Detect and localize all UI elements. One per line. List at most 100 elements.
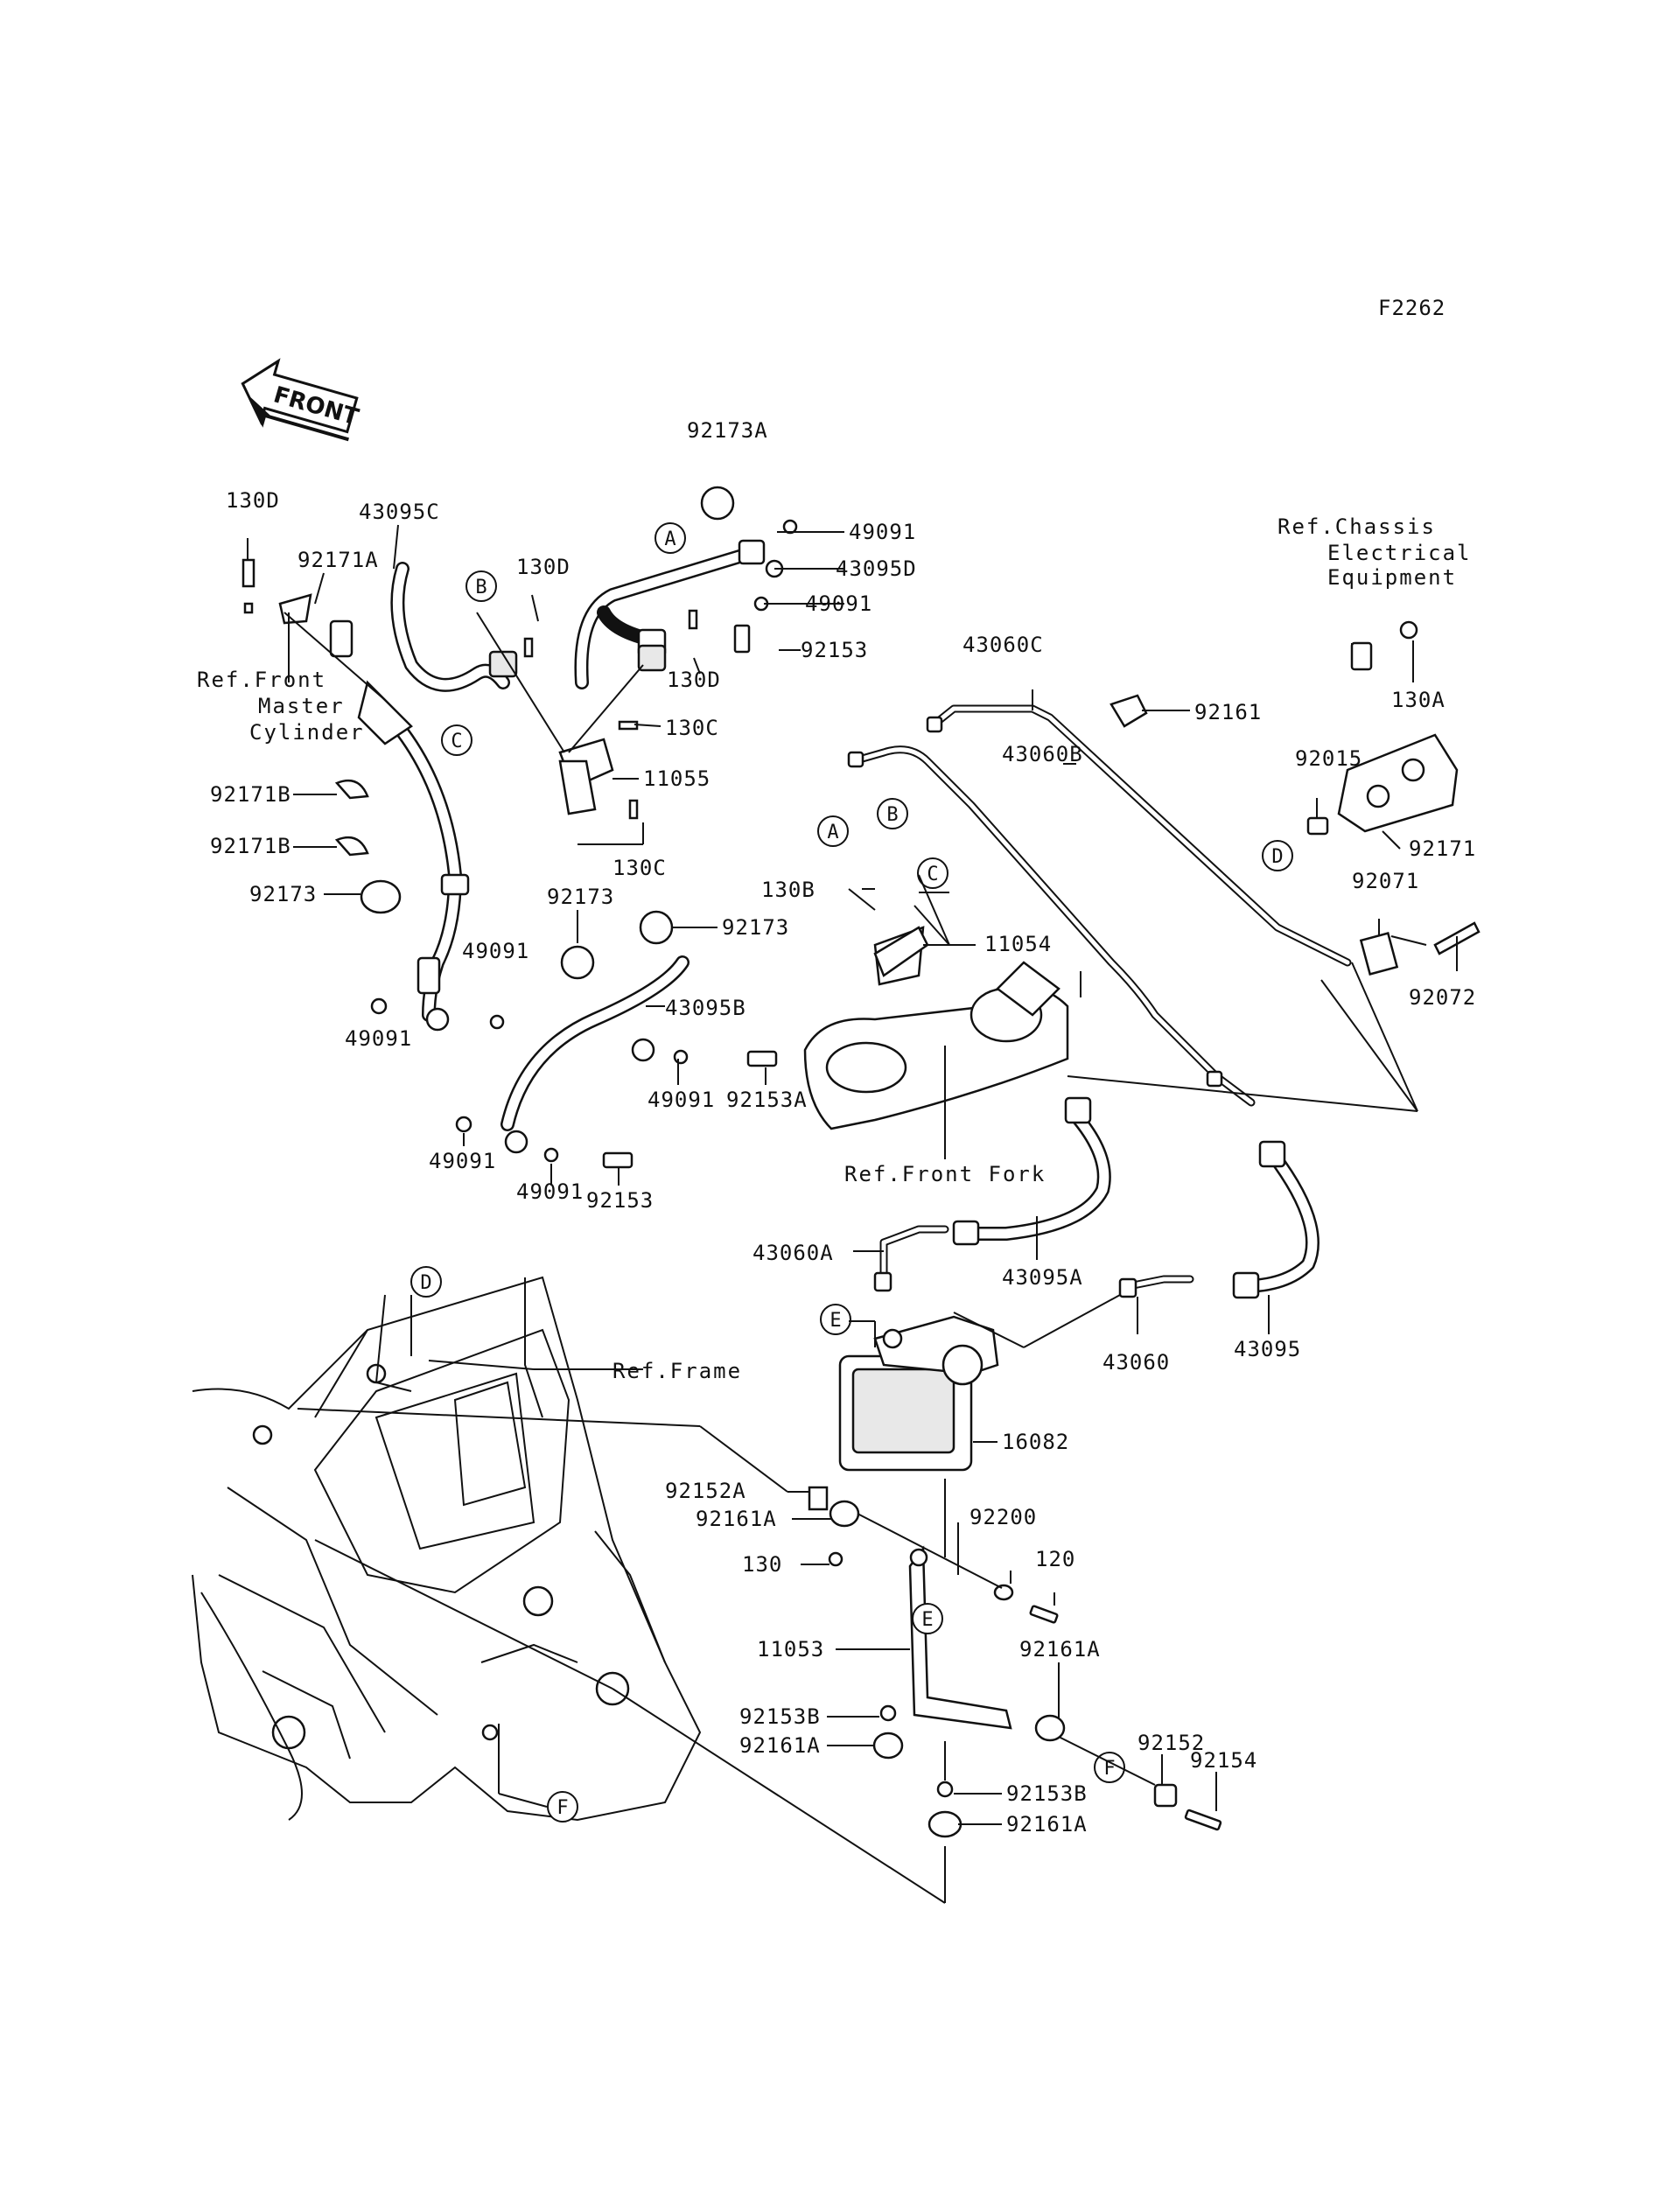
part-label: 130D	[667, 668, 721, 692]
part-label: 43060	[1102, 1350, 1170, 1375]
svg-text:A: A	[827, 822, 838, 843]
callout-a-right: A	[817, 815, 849, 847]
part-label: 92153B	[1006, 1781, 1088, 1806]
part-label: 130C	[612, 856, 667, 880]
svg-text:D: D	[1271, 846, 1283, 868]
part-label: 92161A	[696, 1507, 777, 1531]
frame-sketch	[192, 1276, 702, 1822]
part-label: 11055	[643, 766, 710, 791]
left-brake-hose	[357, 562, 510, 1032]
leader-lines	[247, 524, 1458, 1904]
part-label: 92154	[1190, 1748, 1257, 1773]
junction-block	[488, 644, 667, 815]
callout-d-right: D	[1262, 840, 1293, 871]
part-label: 92171	[1409, 836, 1476, 861]
svg-text:E: E	[921, 1609, 933, 1631]
svg-text:D: D	[420, 1272, 431, 1294]
part-label: 92171A	[298, 548, 379, 572]
ref-chassis-electrical: Ref.Chassis Electrical Equipment	[1278, 514, 1472, 590]
part-label: 11054	[984, 932, 1052, 956]
part-label: 49091	[516, 1179, 584, 1204]
svg-text:B: B	[886, 804, 898, 826]
small-parts-left	[242, 486, 798, 1169]
part-label: 92161A	[1006, 1812, 1088, 1837]
part-label: 130C	[665, 716, 719, 740]
brake-pipes-right	[847, 704, 1352, 1298]
part-label: 92173	[722, 915, 789, 940]
part-label: 11053	[757, 1637, 824, 1662]
part-label: 92161	[1194, 700, 1262, 724]
abs-unit	[838, 1315, 999, 1472]
svg-text:C: C	[927, 864, 938, 885]
part-label: 49091	[849, 520, 916, 544]
part-label: 130	[742, 1552, 782, 1577]
svg-text:C: C	[451, 731, 462, 752]
part-label: 43095D	[836, 556, 917, 581]
part-label: 92071	[1352, 869, 1419, 893]
part-labels: 92173A 130D 43095C 92171A 130D 49091 430…	[210, 418, 1476, 1837]
callout-f-bracket: F	[1094, 1752, 1125, 1783]
callout-b-right: B	[877, 798, 908, 829]
part-label: 92173A	[687, 418, 768, 443]
part-label: 130B	[761, 878, 816, 902]
svg-text:Cylinder: Cylinder	[249, 720, 365, 745]
part-label: 92015	[1295, 746, 1362, 771]
svg-text:E: E	[830, 1310, 841, 1332]
part-label: 49091	[345, 1026, 412, 1051]
callout-c-right: C	[917, 857, 948, 889]
middle-brake-hose	[500, 955, 690, 1154]
part-label: 43095C	[359, 500, 440, 524]
abs-hoses	[952, 1096, 1320, 1299]
callout-e-bracket: E	[912, 1603, 943, 1634]
part-label: 130D	[516, 555, 570, 579]
ecu-bracket-92171	[1110, 620, 1480, 976]
ref-frame: Ref.Frame	[612, 1359, 742, 1383]
part-label: 92152A	[665, 1479, 746, 1503]
svg-text:A: A	[664, 528, 676, 550]
part-label: 92153	[586, 1188, 654, 1213]
part-label: 130D	[226, 488, 280, 513]
part-label: 120	[1035, 1547, 1075, 1571]
part-label: 16082	[1002, 1430, 1069, 1454]
part-label: 43060C	[962, 633, 1044, 657]
part-label: 43095A	[1002, 1265, 1083, 1290]
callout-d-frame: D	[410, 1266, 442, 1298]
abs-bracket-11053	[808, 1486, 1222, 1838]
front-fork-sketch	[803, 926, 1069, 1130]
svg-text:Ref.Front: Ref.Front	[197, 668, 326, 692]
svg-text:F: F	[556, 1797, 568, 1819]
svg-text:B: B	[475, 577, 486, 598]
part-label: 92153B	[739, 1704, 821, 1729]
ref-front-master-cylinder: Ref.Front Master Cylinder	[197, 668, 365, 745]
svg-text:Electrical: Electrical	[1327, 541, 1472, 565]
part-label: 92152	[1138, 1731, 1205, 1755]
part-label: 49091	[429, 1149, 496, 1173]
ref-front-fork: Ref.Front Fork	[844, 1162, 1046, 1186]
part-label: 49091	[648, 1088, 715, 1112]
part-label: 92173	[547, 885, 614, 909]
part-label: 92153	[801, 638, 868, 662]
part-label: 43060A	[752, 1241, 834, 1265]
figure-code: F2262	[1378, 296, 1446, 320]
upper-brake-hose	[574, 539, 784, 689]
part-label: 43060B	[1002, 742, 1083, 766]
part-label: 92173	[249, 882, 317, 906]
part-label: 92161A	[1019, 1637, 1101, 1662]
front-arrow-icon: FRONT	[241, 358, 361, 442]
part-label: 92171B	[210, 834, 291, 858]
callout-e-abs: E	[820, 1304, 851, 1335]
part-label: 43095	[1234, 1337, 1301, 1361]
part-label: 130A	[1391, 688, 1446, 712]
part-label: 43095B	[665, 996, 746, 1020]
part-label: 92072	[1409, 985, 1476, 1010]
part-label: 92200	[970, 1505, 1037, 1529]
part-label: 49091	[805, 591, 872, 616]
part-label: 92161A	[739, 1733, 821, 1758]
svg-text:Ref.Chassis: Ref.Chassis	[1278, 514, 1436, 539]
callout-b-upper: B	[466, 570, 497, 602]
callout-f-frame: F	[547, 1791, 578, 1823]
callout-c-left: C	[441, 724, 472, 756]
part-label: 92171B	[210, 782, 291, 807]
part-label: 49091	[462, 939, 529, 963]
